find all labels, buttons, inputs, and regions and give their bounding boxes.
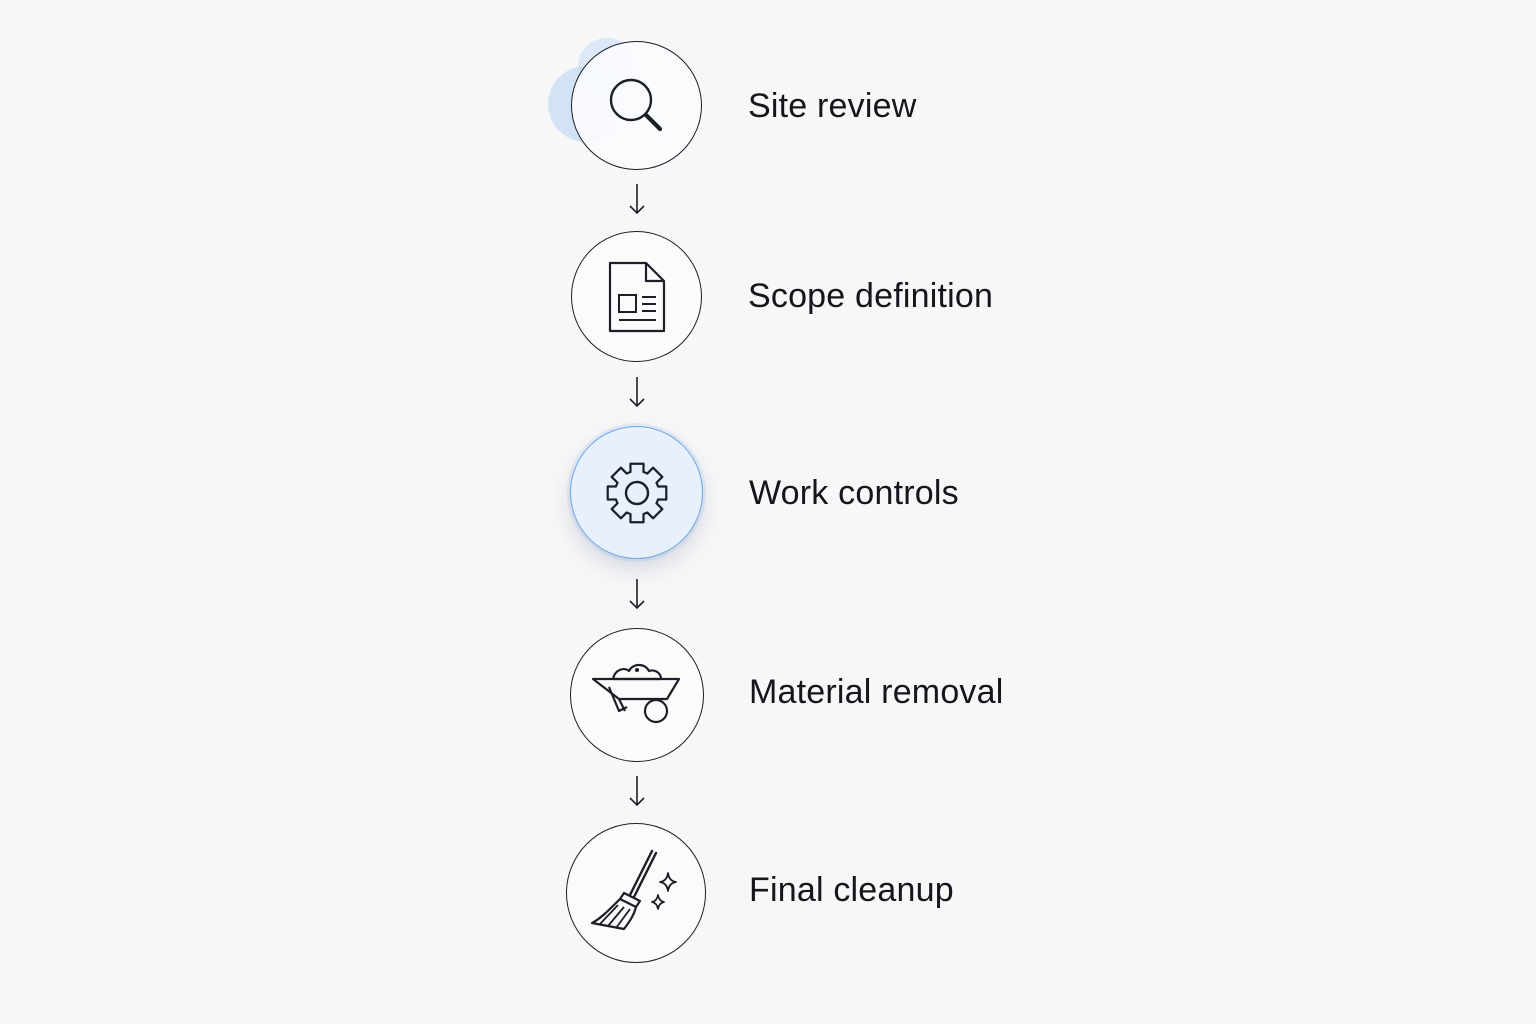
arrow-down-icon: [629, 776, 645, 807]
step-circle-final-cleanup: [566, 823, 706, 963]
arrow-down-icon: [629, 184, 645, 215]
step-circle-work-controls: [570, 426, 703, 559]
magnifier-icon: [609, 78, 662, 131]
step-circle-material-removal: [570, 628, 704, 762]
step-label: Final cleanup: [749, 871, 954, 909]
arrow-down-icon: [629, 579, 645, 610]
gear-icon: [606, 462, 667, 523]
step-label: Scope definition: [748, 277, 994, 315]
step-label: Work controls: [749, 474, 959, 512]
document-icon: [608, 261, 665, 332]
wheelbarrow-icon: [591, 663, 681, 724]
step-circle-scope-definition: [571, 231, 702, 362]
broom-sparkle-icon: [590, 849, 677, 931]
step-label: Material removal: [749, 673, 1004, 711]
step-label: Site review: [748, 87, 917, 125]
arrow-down-icon: [629, 377, 645, 408]
step-circle-site-review: [571, 41, 702, 170]
